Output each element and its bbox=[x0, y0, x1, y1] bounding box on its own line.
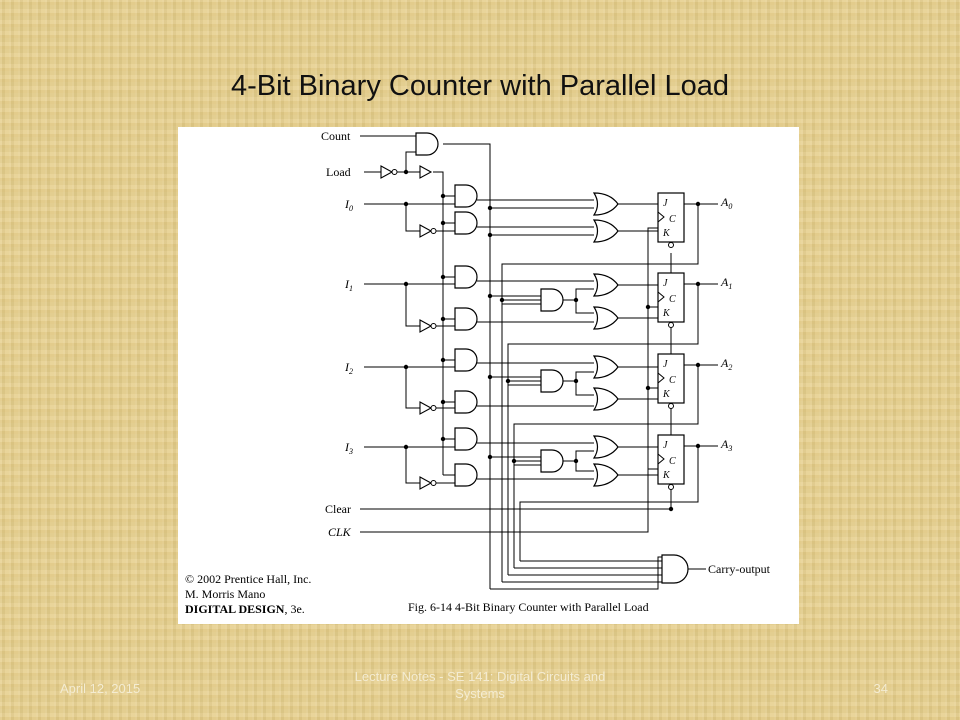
circuit-figure: Count Load I0 I1 I2 I3 Clear CLK A0 A1 A… bbox=[178, 127, 799, 624]
load-buffer bbox=[419, 165, 432, 179]
or-gates bbox=[593, 192, 619, 487]
i3-label: I3 bbox=[344, 440, 353, 456]
ff1-c: C bbox=[669, 294, 676, 305]
ff1-k: K bbox=[662, 308, 671, 319]
book-reference: DIGITAL DESIGN, 3e. bbox=[185, 602, 305, 616]
junction-dots bbox=[403, 169, 701, 512]
carry-and-gate bbox=[661, 554, 689, 584]
load-and-gates bbox=[454, 184, 478, 487]
ff0-k: K bbox=[662, 228, 671, 239]
clear-label: Clear bbox=[325, 502, 351, 516]
footer-course: Lecture Notes - SE 141: Digital Circuits… bbox=[354, 669, 606, 701]
ff0-j: J bbox=[663, 198, 668, 209]
figure-caption: Fig. 6-14 4-Bit Binary Counter with Para… bbox=[408, 600, 649, 614]
count-label: Count bbox=[321, 129, 351, 143]
clk-label: CLK bbox=[328, 525, 352, 539]
load-inverter bbox=[380, 165, 398, 179]
count-and-gate bbox=[415, 132, 439, 156]
ff1-j: J bbox=[663, 278, 668, 289]
i1-label: I1 bbox=[344, 277, 353, 293]
ff3-j: J bbox=[663, 440, 668, 451]
i2-label: I2 bbox=[344, 360, 353, 376]
a1-label: A1 bbox=[720, 275, 732, 291]
ff-pin-labels: J C K J C K J C K J C K bbox=[662, 198, 676, 481]
slide-title: 4-Bit Binary Counter with Parallel Load bbox=[230, 70, 730, 102]
ff0-c: C bbox=[669, 214, 676, 225]
a2-label: A2 bbox=[720, 356, 732, 372]
ff2-j: J bbox=[663, 359, 668, 370]
ff3-c: C bbox=[669, 456, 676, 467]
copyright-line-2: M. Morris Mano bbox=[185, 587, 265, 601]
page-number: 34 bbox=[873, 681, 888, 696]
ff2-c: C bbox=[669, 375, 676, 386]
a0-label: A0 bbox=[720, 195, 732, 211]
a3-label: A3 bbox=[720, 437, 732, 453]
ff2-k: K bbox=[662, 389, 671, 400]
footer-date: April 12, 2015 bbox=[60, 681, 141, 696]
load-label: Load bbox=[326, 165, 351, 179]
counter-schematic: Count Load I0 I1 I2 I3 Clear CLK A0 A1 A… bbox=[185, 129, 771, 616]
input-inverters bbox=[419, 224, 437, 490]
ff3-k: K bbox=[662, 470, 671, 481]
i0-label: I0 bbox=[344, 197, 353, 213]
count-chain-and-gates bbox=[540, 288, 564, 473]
carry-output-label: Carry-output bbox=[708, 562, 771, 576]
copyright-line-1: © 2002 Prentice Hall, Inc. bbox=[185, 572, 311, 586]
